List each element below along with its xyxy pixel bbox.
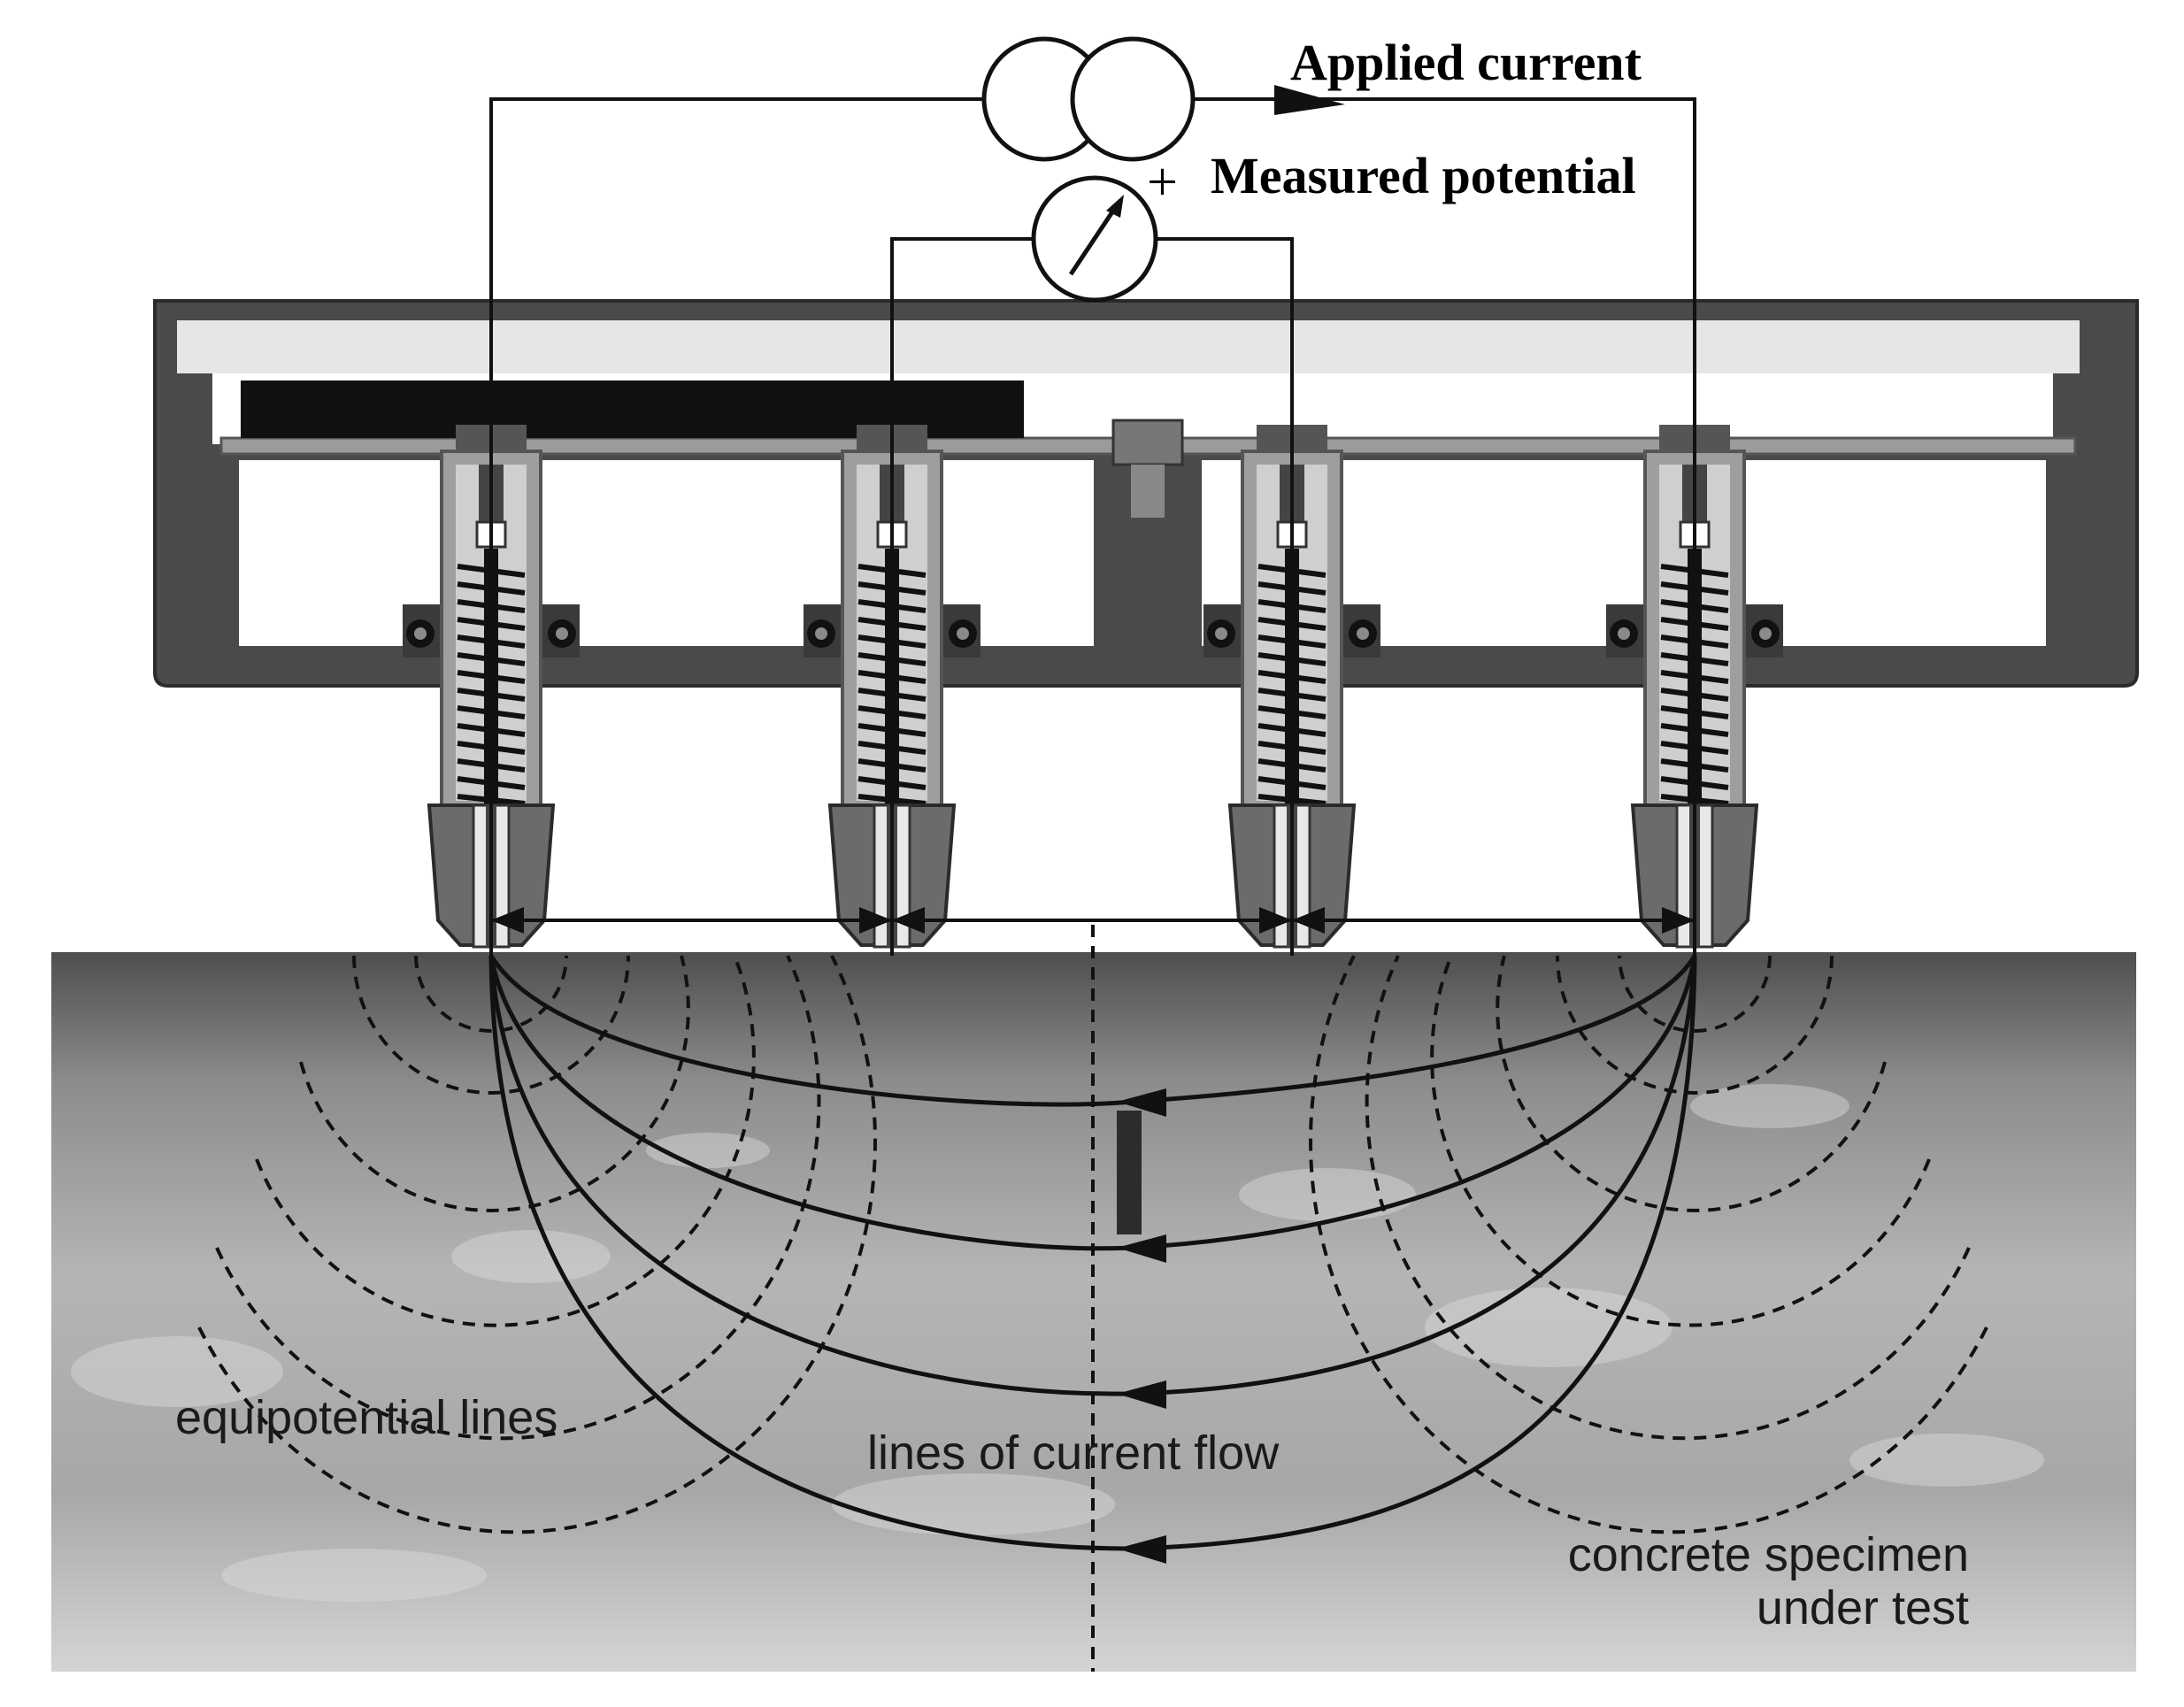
circuit-wires xyxy=(489,97,1696,956)
current-direction-arrow xyxy=(1274,85,1345,115)
current-source-icon xyxy=(981,36,1196,162)
current-flow-arrows xyxy=(1117,1088,1166,1564)
equipotential-lines xyxy=(197,955,1988,1534)
specimen-label-line2: under test xyxy=(1757,1581,1969,1634)
specimen-inclusion xyxy=(1117,1111,1142,1234)
voltmeter-icon xyxy=(1031,175,1158,303)
equipotential-lines-label: equipotential lines xyxy=(175,1391,558,1444)
plus-sign: + xyxy=(1147,152,1178,212)
measured-potential-label: Measured potential xyxy=(1211,147,1636,204)
specimen-label-line1: concrete specimen xyxy=(1568,1528,1969,1581)
probe-spacing-dimension xyxy=(490,907,1696,934)
lines-of-current-flow-label: lines of current flow xyxy=(867,1426,1280,1480)
applied-current-label: Applied current xyxy=(1290,34,1642,91)
